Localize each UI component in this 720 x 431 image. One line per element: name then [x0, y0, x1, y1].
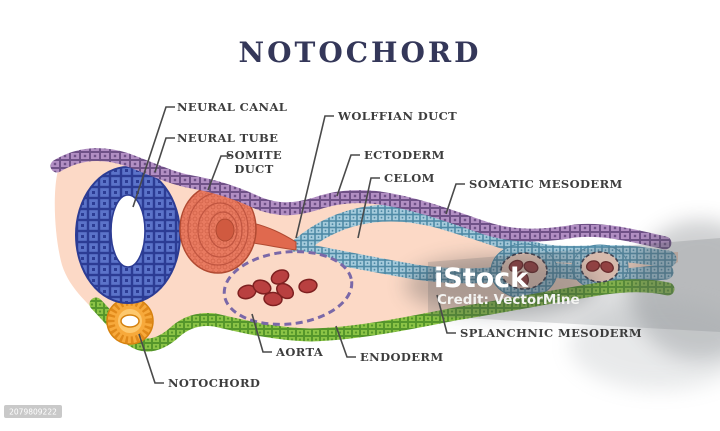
label-splanchnic-mesoderm: SPLANCHNIC MESODERM: [460, 326, 642, 340]
leader-somatic-mesoderm: [445, 183, 465, 215]
leader-notochord: [138, 333, 164, 384]
label-notochord: NOTOCHORD: [168, 376, 260, 390]
aorta-blood-cells: [237, 269, 318, 307]
label-somatic-mesoderm: SOMATIC MESODERM: [469, 177, 623, 191]
blood-vessel-2: [580, 251, 620, 283]
leader-endoderm: [335, 325, 356, 358]
neural-tube-structure: [75, 166, 181, 304]
ectoderm-layer: [50, 148, 672, 250]
page-title: NOTOCHORD: [239, 36, 482, 69]
label-celom: CELOM: [384, 171, 435, 185]
leader-aorta: [251, 313, 272, 353]
notochord-structure: [106, 297, 154, 345]
leader-splanchnic-mesoderm: [436, 294, 456, 334]
leader-wolffian-duct: [295, 115, 334, 239]
somite-structure: [179, 184, 297, 274]
neural-canal-lumen: [110, 194, 146, 268]
label-endoderm: ENDODERM: [360, 350, 444, 364]
label-neural-tube: NEURAL TUBE: [177, 131, 278, 145]
istock-brand-text: iStock: [434, 263, 529, 294]
watermark-band: [405, 220, 720, 390]
istock-watermark: iStock Credit: VectorMine: [434, 263, 580, 308]
leader-celom: [357, 177, 380, 239]
leader-neural-tube: [154, 137, 175, 173]
label-wolffian-duct: WOLFFIAN DUCT: [337, 109, 457, 123]
label-neural-canal: NEURAL CANAL: [177, 100, 287, 114]
image-id-badge: 2079809222: [4, 405, 62, 418]
leader-neural-canal: [132, 106, 175, 208]
image-id-text: 2079809222: [9, 408, 57, 417]
leader-ectoderm: [336, 154, 360, 197]
label-ectoderm: ECTODERM: [364, 148, 445, 162]
label-aorta: AORTA: [275, 345, 324, 359]
label-somite-duct-line1: SOMITE: [226, 148, 282, 162]
wolffian-duct-shape: [245, 221, 297, 251]
leader-somite-duct: [207, 155, 230, 191]
istock-credit-text: Credit: VectorMine: [437, 292, 580, 308]
leader-lines: [132, 106, 465, 384]
label-somite-duct-line2: DUCT: [234, 162, 273, 176]
